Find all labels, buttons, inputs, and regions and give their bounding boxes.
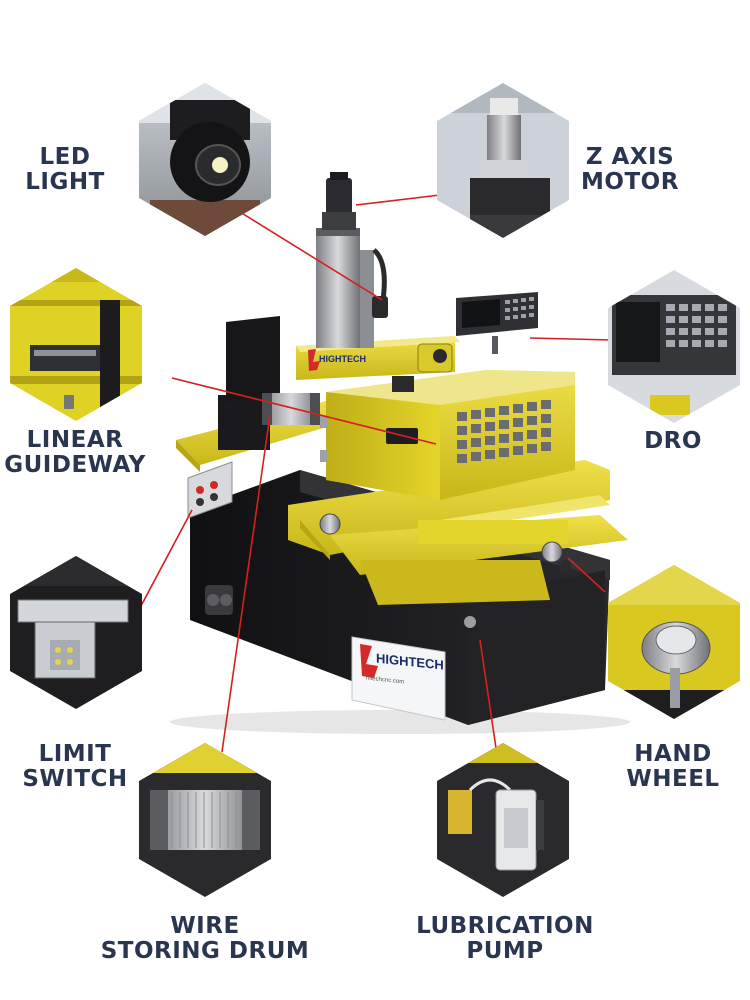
hexagon-z-axis-motor bbox=[437, 83, 569, 238]
label-z-axis-motor: Z AXIS MOTOR bbox=[570, 145, 690, 195]
label-limit-switch-line1: LIMIT bbox=[38, 741, 112, 767]
label-dro: DRO bbox=[628, 429, 718, 454]
head-logo-text: HIGHTECH bbox=[319, 354, 366, 364]
leader-dro bbox=[529, 337, 613, 341]
hexagon-led-light bbox=[139, 83, 271, 236]
hexagon-wire-storing-drum bbox=[139, 743, 271, 897]
leader-led-light bbox=[239, 211, 383, 301]
label-limit-switch: LIMIT SWITCH bbox=[10, 742, 140, 792]
hexagon-limit-switch bbox=[10, 556, 142, 709]
label-limit-switch-line2: SWITCH bbox=[22, 766, 128, 792]
label-lubrication-pump: LUBRICATION PUMP bbox=[405, 914, 605, 964]
head-logo: HIGHTECH bbox=[308, 349, 366, 371]
machine-dro bbox=[456, 292, 538, 354]
leader-z-axis-motor bbox=[355, 194, 441, 206]
label-z-axis-motor-line1: Z AXIS bbox=[585, 144, 675, 170]
brand-plate: HIGHTECH hitechcnc.com bbox=[351, 636, 446, 721]
label-led-light: LED LIGHT bbox=[10, 145, 120, 195]
hexagon-dro bbox=[608, 270, 740, 423]
label-linear-guideway-line1: LINEAR bbox=[26, 427, 124, 453]
label-z-axis-motor-line2: MOTOR bbox=[581, 169, 679, 195]
leader-linear-guideway bbox=[171, 377, 437, 445]
label-lubrication-pump-line2: PUMP bbox=[466, 938, 544, 964]
label-linear-guideway: LINEAR GUIDEWAY bbox=[0, 428, 150, 478]
label-linear-guideway-line2: GUIDEWAY bbox=[4, 452, 146, 478]
hexagon-hand-wheel bbox=[608, 565, 740, 719]
brand-plate-logo: HIGHTECH bbox=[376, 651, 444, 673]
label-led-light-line1: LED bbox=[39, 144, 91, 170]
label-hand-wheel-line2: WHEEL bbox=[626, 766, 720, 792]
label-wire-storing-drum-line2: STORING DRUM bbox=[100, 938, 310, 964]
brand-plate-url: hitechcnc.com bbox=[366, 675, 404, 685]
wire-edm-machine: HIGHTECH hitechcnc.com bbox=[170, 172, 630, 734]
label-wire-storing-drum: WIRE STORING DRUM bbox=[70, 914, 340, 964]
leader-lubrication-pump bbox=[479, 639, 497, 749]
label-wire-storing-drum-line1: WIRE bbox=[170, 913, 240, 939]
label-hand-wheel: HAND WHEEL bbox=[612, 742, 734, 792]
label-dro-line1: DRO bbox=[644, 428, 702, 454]
label-led-light-line2: LIGHT bbox=[25, 169, 105, 195]
label-lubrication-pump-line1: LUBRICATION bbox=[416, 913, 594, 939]
leader-lines bbox=[107, 194, 613, 753]
label-hand-wheel-line1: HAND bbox=[634, 741, 712, 767]
leader-wire-drum bbox=[221, 414, 271, 753]
hexagon-lubrication-pump bbox=[437, 743, 569, 897]
machine-wire-drum bbox=[262, 393, 320, 425]
hexagon-linear-guideway bbox=[10, 268, 142, 421]
leader-hand-wheel bbox=[567, 557, 606, 593]
